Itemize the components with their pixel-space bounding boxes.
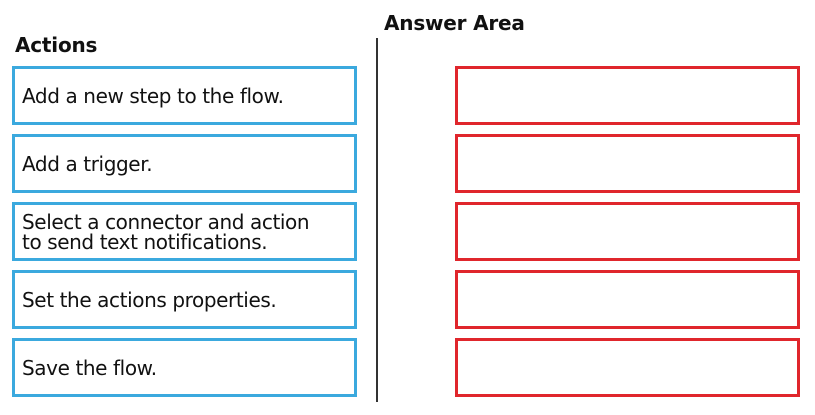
answer-slot-5[interactable] xyxy=(455,338,800,397)
answer-slot-2[interactable] xyxy=(455,134,800,193)
action-label: Set the actions properties. xyxy=(22,287,277,312)
action-label: Select a connector and action to send te… xyxy=(22,209,310,254)
column-divider xyxy=(376,38,378,402)
action-item-save-flow[interactable]: Save the flow. xyxy=(12,338,357,397)
answer-slot-3[interactable] xyxy=(455,202,800,261)
answer-area-heading: Answer Area xyxy=(384,11,525,35)
action-label: Add a new step to the flow. xyxy=(22,83,284,108)
action-item-set-properties[interactable]: Set the actions properties. xyxy=(12,270,357,329)
action-item-add-step[interactable]: Add a new step to the flow. xyxy=(12,66,357,125)
answer-slot-1[interactable] xyxy=(455,66,800,125)
answer-slot-4[interactable] xyxy=(455,270,800,329)
actions-heading: Actions xyxy=(15,33,98,57)
action-item-select-connector[interactable]: Select a connector and action to send te… xyxy=(12,202,357,261)
action-label: Save the flow. xyxy=(22,355,157,380)
answer-area-list xyxy=(455,66,800,397)
action-label: Add a trigger. xyxy=(22,151,153,176)
actions-list: Add a new step to the flow. Add a trigge… xyxy=(12,66,357,397)
action-item-add-trigger[interactable]: Add a trigger. xyxy=(12,134,357,193)
